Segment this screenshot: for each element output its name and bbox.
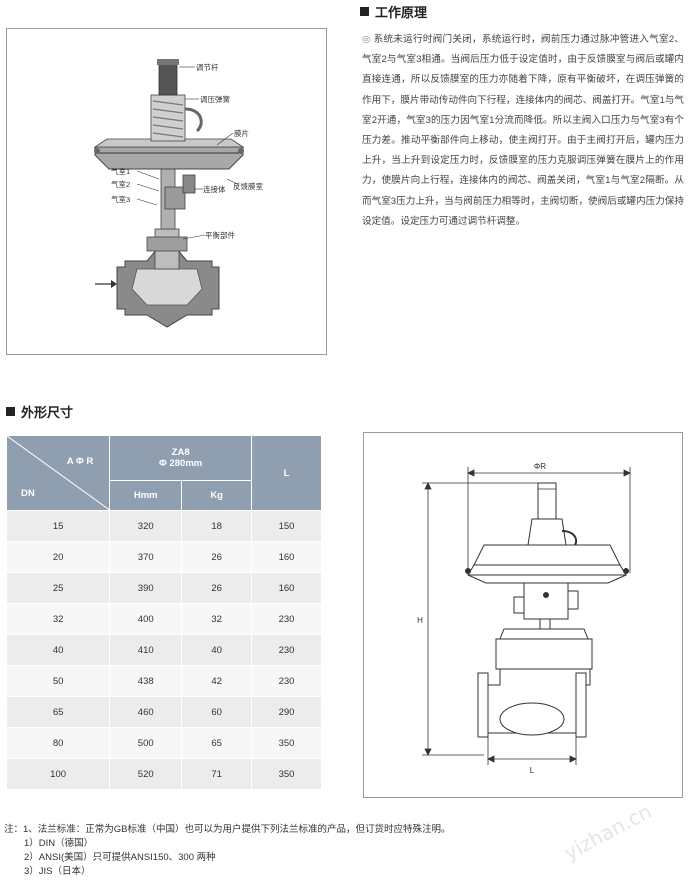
label-balance-part: 平衡部件 [205,230,235,240]
header-model: ZA8 Φ 280mm [109,435,253,481]
principle-title: 工作原理 [375,5,428,20]
cell-kg: 71 [181,758,253,790]
valve-cutaway-illustration: 调节杆 调压弹簧 膜片 气室1 气室2 气室3 连接体 反馈膜室 平衡部件 [93,59,263,328]
header-diagonal-line [7,436,111,511]
cell-kg: 26 [181,541,253,573]
note-line: 1）DIN（德国） [24,838,94,849]
cell-hmm: 400 [109,603,183,635]
cell-l: 230 [251,665,322,697]
principle-paragraph: ◎系统未运行时阀门关闭，系统运行时，阀前压力通过脉冲管进入气室2、气室2与气室3… [362,30,684,232]
cell-dn: 80 [5,727,111,759]
cell-l: 350 [251,758,322,790]
cell-l: 290 [251,696,322,728]
cell-l: 230 [251,603,322,635]
header-kg: Kg [181,480,253,511]
header-model-size: Φ 280mm [159,458,203,469]
header-corner-cell: A Φ R DN [5,435,111,511]
cell-dn: 25 [5,572,111,604]
label-chamber3: 气室3 [111,194,130,204]
principle-body: 系统未运行时阀门关闭，系统运行时，阀前压力通过脉冲管进入气室2、气室2与气室3相… [362,34,684,227]
cell-kg: 18 [181,510,253,542]
label-pressure-spring: 调压弹簧 [200,94,230,104]
section-title-dimensions: 外形尺寸 [6,402,73,421]
drawing-label-phi-r: ΦR [534,462,546,471]
header-l: L [251,435,322,511]
cell-dn: 50 [5,665,111,697]
header-dn: DN [21,488,35,499]
cell-l: 160 [251,541,322,573]
header-hmm: Hmm [109,480,183,511]
label-feedback-chamber: 反馈膜室 [233,181,263,191]
cell-l: 160 [251,572,322,604]
square-bullet-icon [360,7,369,16]
square-bullet-icon [6,407,15,416]
cell-l: 350 [251,727,322,759]
note-line: 注：1、法兰标准：正常为GB标准（中国）也可以为用户提供下列法兰标准的产品，但订… [4,824,451,835]
label-connector: 连接体 [203,184,226,194]
label-chamber2: 气室2 [111,179,130,189]
valve-cutaway-panel: 调节杆 调压弹簧 膜片 气室1 气室2 气室3 连接体 反馈膜室 平衡部件 [6,28,327,355]
header-ar: A Φ R [66,456,94,467]
cell-l: 230 [251,634,322,666]
dimension-drawing: ΦR H L [417,462,631,775]
dimensions-title: 外形尺寸 [21,405,74,420]
cell-hmm: 520 [109,758,183,790]
label-adjust-rod: 调节杆 [196,62,219,72]
watermark: yizhan.cn [559,798,656,866]
cell-dn: 65 [5,696,111,728]
drawing-label-l: L [530,766,535,775]
cell-dn: 20 [5,541,111,573]
header-model-name: ZA8 [171,447,190,458]
cell-dn: 32 [5,603,111,635]
circle-bullet-icon: ◎ [362,34,371,45]
section-title-principle: 工作原理 [360,2,427,21]
cell-kg: 26 [181,572,253,604]
cell-kg: 40 [181,634,253,666]
cell-kg: 32 [181,603,253,635]
cell-hmm: 438 [109,665,183,697]
drawing-label-h: H [417,616,423,625]
note-line: 3）JIS（日本） [24,866,91,877]
cell-hmm: 320 [109,510,183,542]
cell-hmm: 460 [109,696,183,728]
label-chamber1: 气室1 [111,166,130,176]
notes: 注：1、法兰标准：正常为GB标准（中国）也可以为用户提供下列法兰标准的产品，但订… [4,823,451,879]
cell-kg: 60 [181,696,253,728]
cell-hmm: 410 [109,634,183,666]
dimension-drawing-panel: ΦR H L [363,432,683,798]
label-diaphragm: 膜片 [234,128,249,138]
cell-hmm: 370 [109,541,183,573]
cell-hmm: 390 [109,572,183,604]
cell-hmm: 500 [109,727,183,759]
cell-l: 150 [251,510,322,542]
note-line: 2）ANSI(美国）只可提供ANSI150、300 两种 [24,852,216,863]
cell-dn: 100 [5,758,111,790]
cell-kg: 42 [181,665,253,697]
cell-dn: 15 [5,510,111,542]
cell-dn: 40 [5,634,111,666]
cell-kg: 65 [181,727,253,759]
